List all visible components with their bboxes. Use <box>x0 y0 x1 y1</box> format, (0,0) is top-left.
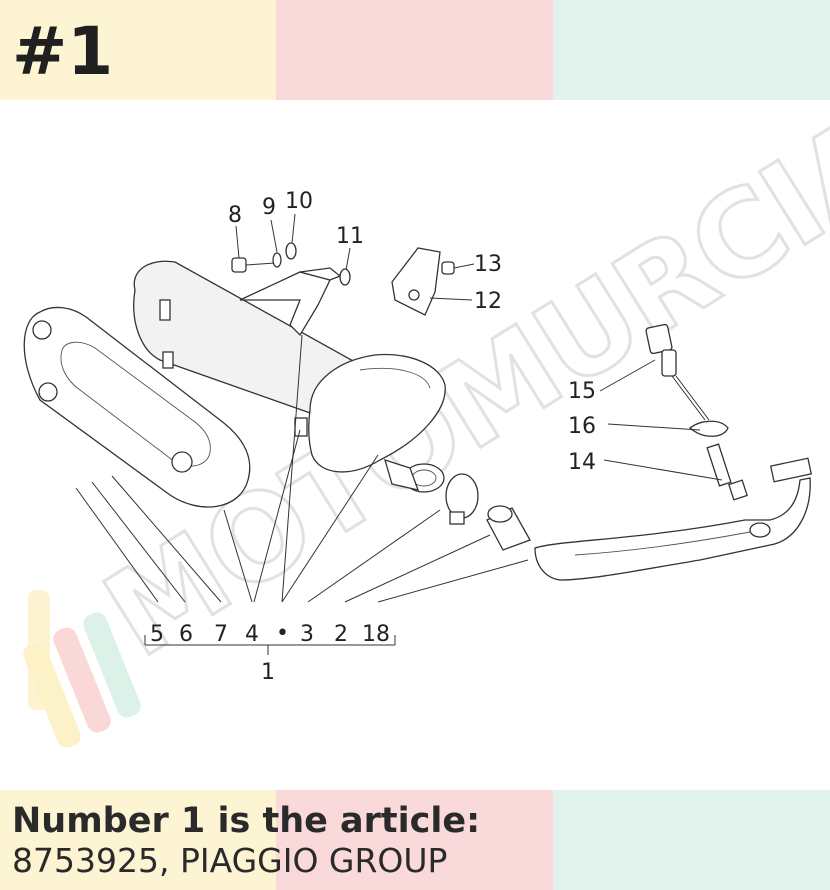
callout-13: 13 <box>474 252 502 277</box>
header-band <box>0 0 830 100</box>
callout-1: 1 <box>261 660 275 685</box>
callout-18: 18 <box>362 622 390 647</box>
watermark-text: MOTOMURCIA <box>82 100 830 684</box>
callout-10: 10 <box>285 189 313 214</box>
callout-14: 14 <box>568 450 596 475</box>
muffler-part <box>133 260 446 493</box>
caption-band-pink <box>276 790 553 890</box>
clamp-part <box>445 473 479 525</box>
washer-10-part <box>285 242 297 260</box>
header-band-mint <box>553 0 830 100</box>
callout-7: 7 <box>214 622 228 647</box>
callout-12: 12 <box>474 289 502 314</box>
gasket-part <box>486 505 531 551</box>
caption-band-mint <box>553 790 830 890</box>
callout-11: 11 <box>336 224 364 249</box>
callout-2: 2 <box>334 622 348 647</box>
callout-16: 16 <box>568 414 596 439</box>
bolt-8-part <box>231 257 276 273</box>
callout-3: 3 <box>300 622 314 647</box>
callout-8: 8 <box>228 203 242 228</box>
callout-4: 4 <box>245 622 259 647</box>
washer-9-part <box>272 252 282 268</box>
callout-6: 6 <box>179 622 193 647</box>
caption-band-yellow <box>0 790 276 890</box>
caption-article-code: 8753925, PIAGGIO GROUP <box>12 841 448 880</box>
bracket-12-part <box>391 247 455 316</box>
heat-shield-part <box>23 306 251 508</box>
header-band-yellow <box>0 0 276 100</box>
caption-band <box>0 790 830 890</box>
exhaust-pipe-part <box>534 457 813 581</box>
callout-9: 9 <box>262 195 276 220</box>
leader-lines <box>75 213 723 655</box>
nut-11-part <box>339 268 351 286</box>
caption-title: Number 1 is the article: <box>12 801 481 841</box>
oxygen-sensor-part <box>645 323 748 501</box>
item-number-heading: #1 <box>12 13 114 90</box>
callout-dot: • <box>276 621 289 646</box>
exploded-parts-diagram: MOTOMURCIA <box>23 100 830 748</box>
callout-5: 5 <box>150 622 164 647</box>
callout-15: 15 <box>568 379 596 404</box>
header-band-pink <box>276 0 553 100</box>
